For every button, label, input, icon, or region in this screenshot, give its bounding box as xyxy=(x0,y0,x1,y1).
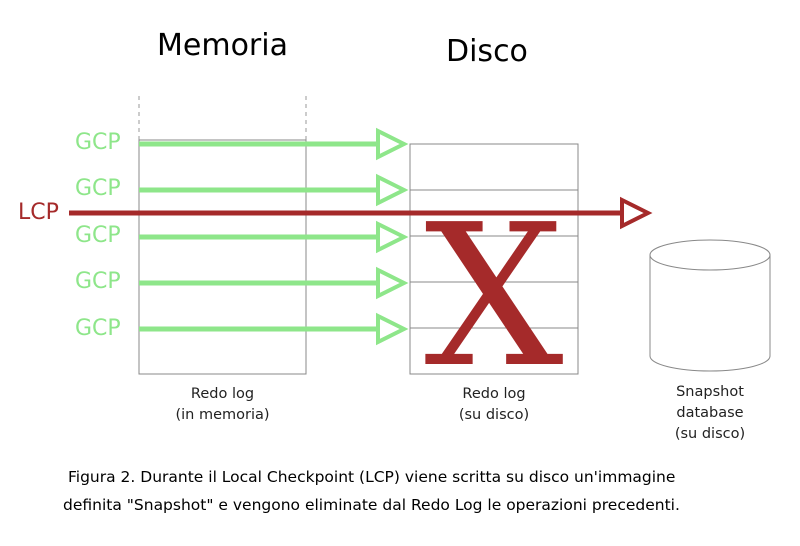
memory-heading: Memoria xyxy=(157,28,288,63)
lcp-label: LCP xyxy=(18,200,59,225)
gcp-label: GCP xyxy=(75,316,121,341)
snapshot-line-2: database xyxy=(676,405,744,421)
memory-redo-log-label: Redo log (in memoria) xyxy=(139,384,306,426)
snapshot-database-icon xyxy=(649,239,771,372)
figure-caption-line-2: definita "Snapshot" e vengono eliminate … xyxy=(63,496,680,514)
memory-redo-log-subtitle: (in memoria) xyxy=(175,407,270,423)
disk-redo-log-box xyxy=(409,143,579,375)
gcp-label: GCP xyxy=(75,130,121,155)
disk-redo-log-subtitle: (su disco) xyxy=(458,407,530,423)
figure-caption-line-1: Figura 2. Durante il Local Checkpoint (L… xyxy=(68,468,676,486)
gcp-arrow xyxy=(139,173,409,207)
snapshot-line-1: Snapshot xyxy=(676,384,744,400)
disk-redo-log-label: Redo log (su disco) xyxy=(410,384,578,426)
disk-redo-log-title: Redo log xyxy=(462,386,526,402)
gcp-label: GCP xyxy=(75,223,121,248)
disk-heading: Disco xyxy=(446,34,528,69)
gcp-arrow xyxy=(139,312,409,346)
gcp-label: GCP xyxy=(75,269,121,294)
lcp-arrow xyxy=(69,196,653,230)
memory-redo-log-box xyxy=(138,139,307,375)
deleted-cross-mark: X xyxy=(424,183,564,411)
memory-redo-log-title: Redo log xyxy=(190,386,255,402)
snapshot-line-3: (su disco) xyxy=(674,426,746,442)
gcp-arrow xyxy=(139,266,409,300)
gcp-arrow xyxy=(139,220,409,254)
gcp-label: GCP xyxy=(75,176,121,201)
gcp-arrow xyxy=(139,127,409,161)
snapshot-database-label: Snapshot database (su disco) xyxy=(650,382,770,445)
